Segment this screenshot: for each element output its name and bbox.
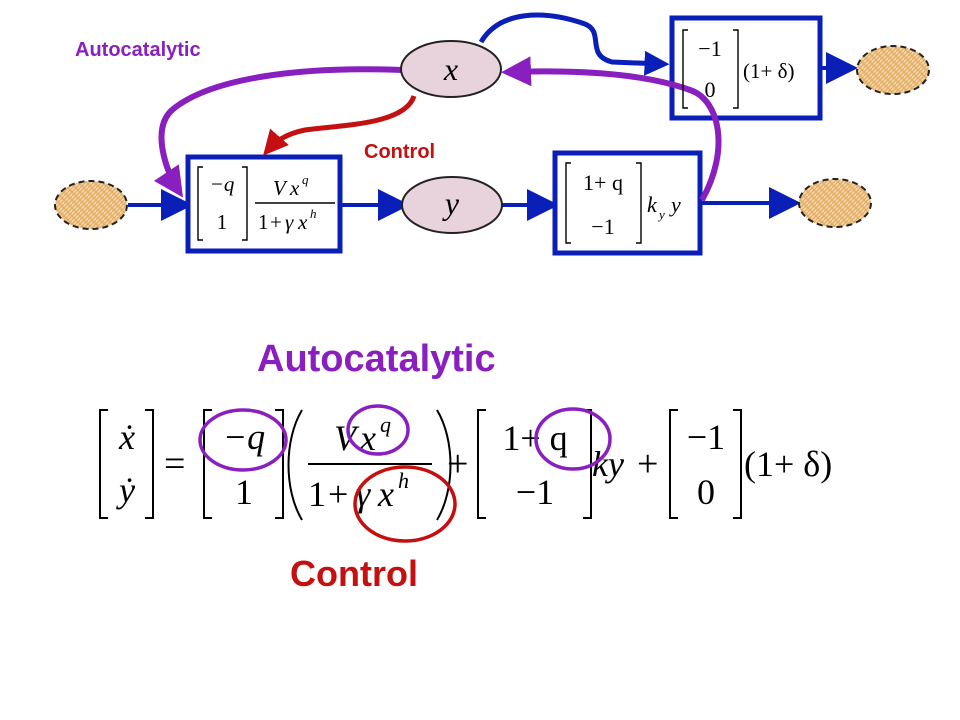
node-x-label: x xyxy=(443,51,458,87)
input-den-gamma: γ xyxy=(285,210,294,234)
eq-m1-top: −q xyxy=(223,417,265,457)
eq-m1-bottom: 1 xyxy=(235,472,253,512)
eq-plus-2: + xyxy=(637,443,658,485)
control-label-bottom: Control xyxy=(290,553,418,594)
input-box-formula: −q 1 V x q 1 + γ x h xyxy=(197,166,335,241)
node-y-label: y xyxy=(442,185,460,221)
bottom-box-formula: 1+ q −1 k y y xyxy=(565,162,681,244)
eq-lhs-top: ẋ xyxy=(118,417,135,457)
autocatalytic-label-mid: Autocatalytic xyxy=(257,338,496,380)
autocatalytic-arc-right xyxy=(501,56,722,202)
eq-frac-num-x: x xyxy=(359,418,376,458)
eq-frac-num-v: V xyxy=(334,418,360,458)
eq-frac-den-x: x xyxy=(377,474,394,514)
input-den-exp: h xyxy=(310,206,317,221)
source-node xyxy=(54,180,128,230)
top-box-formula: −1 0 (1+ δ) xyxy=(682,29,794,109)
flow-x-to-top-box xyxy=(478,12,670,76)
control-label-top: Control xyxy=(364,141,435,163)
highlight-num-exponent xyxy=(346,404,410,456)
rate-equation: ẋ ẏ = −q 1 V x q 1 + γ x h + 1+ q −1 ky … xyxy=(99,409,832,521)
top-vec-top: −1 xyxy=(698,36,721,61)
eq-frac-den-one: 1 xyxy=(308,474,326,514)
highlight-m2-top xyxy=(534,407,612,471)
eq-factor: (1+ δ) xyxy=(744,444,832,484)
highlight-m1-top xyxy=(198,408,288,472)
input-rate-box xyxy=(185,154,343,254)
eq-frac-num-exp: q xyxy=(380,412,391,437)
node-y xyxy=(401,176,503,234)
eq-equals: = xyxy=(164,443,185,485)
input-num-v: V xyxy=(273,176,288,200)
autocatalytic-arc-left xyxy=(153,66,403,198)
input-num-exp: q xyxy=(302,172,309,187)
bottom-k-sub: y xyxy=(657,207,665,222)
eq-frac-den-gamma: γ xyxy=(356,474,371,514)
bottom-y: y xyxy=(669,192,681,217)
bottom-vec-bottom: −1 xyxy=(591,214,614,239)
highlight-den-term xyxy=(353,465,457,543)
eq-plus-1: + xyxy=(447,443,468,485)
eq-frac-den-plus: + xyxy=(328,474,348,514)
input-den-plus: + xyxy=(270,210,282,234)
eq-m2-bottom: −1 xyxy=(516,472,554,512)
top-factor: (1+ δ) xyxy=(743,59,794,83)
sink-node-top xyxy=(856,45,930,95)
eq-m3-bottom: 0 xyxy=(697,472,715,512)
input-vec-bottom: 1 xyxy=(217,210,228,234)
flow-arrows xyxy=(128,12,858,221)
eq-lhs-bottom: ẏ xyxy=(116,470,136,510)
bottom-vec-top: 1+ q xyxy=(583,170,623,195)
top-vec-bottom: 0 xyxy=(705,77,716,102)
top-rate-box xyxy=(669,15,823,121)
input-num-x: x xyxy=(289,176,300,200)
input-den-one: 1 xyxy=(258,210,269,234)
eq-m3-top: −1 xyxy=(687,417,725,457)
sink-node-bottom xyxy=(798,178,872,228)
control-arc xyxy=(263,94,417,156)
bottom-rate-box xyxy=(552,150,703,256)
bottom-k: k xyxy=(647,192,658,217)
autocatalytic-label-top: Autocatalytic xyxy=(75,39,201,61)
eq-frac-den-exp: h xyxy=(398,468,409,493)
node-x xyxy=(400,40,502,98)
input-den-x: x xyxy=(297,210,308,234)
input-vec-top: −q xyxy=(210,172,235,196)
